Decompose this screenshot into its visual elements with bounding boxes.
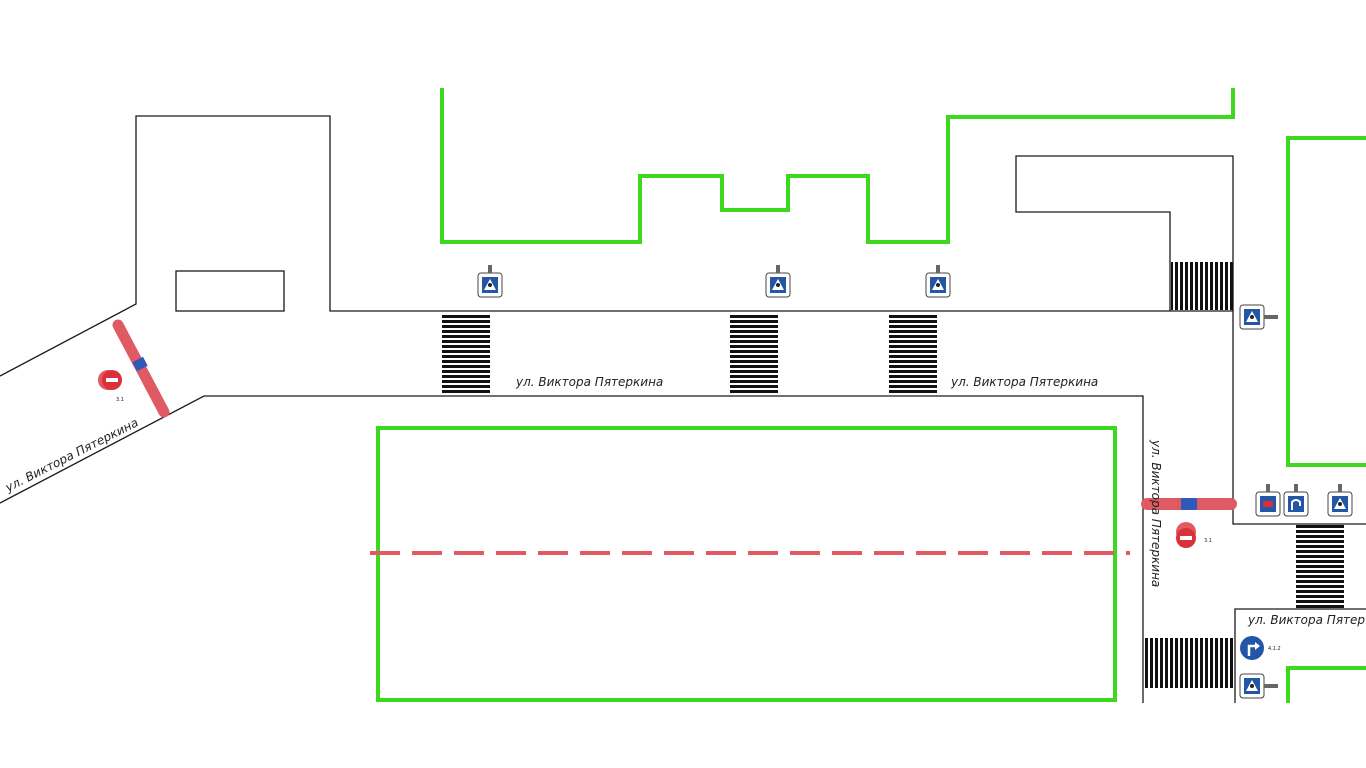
road-edge-upper (0, 115, 1233, 377)
pedestrian-crossing-icon (1239, 304, 1278, 330)
no-entry-icon (1176, 522, 1196, 548)
pedestrian-crossing-icon (1327, 484, 1353, 517)
road-edge-lower (0, 395, 1144, 703)
crosswalks (442, 262, 1344, 688)
pedestrian-crossing-icon (477, 265, 503, 298)
crosswalk-4 (1171, 262, 1233, 310)
turn-right-icon (1240, 636, 1264, 660)
no-entry-code-left: 3.1 (116, 397, 124, 403)
crosswalk-6 (1145, 638, 1233, 688)
parking-icon (1255, 484, 1281, 517)
crosswalk-1 (442, 314, 490, 394)
barrier-left-blue (132, 356, 148, 372)
green-zone-bottom-block (376, 426, 1117, 702)
u-turn-icon (1283, 484, 1309, 517)
green-zone-top (440, 88, 1235, 244)
green-zones (376, 88, 1366, 703)
pedestrian-crossing-icon (765, 265, 791, 298)
road-outlines (0, 115, 1366, 703)
building-small (175, 270, 285, 312)
crosswalk-2 (730, 314, 778, 394)
no-entry-icon (98, 370, 122, 390)
crosswalk-3 (889, 314, 937, 394)
street-label-corner: ул. Виктора Пятер (1247, 613, 1365, 627)
pedestrian-crossing-icon (1239, 673, 1278, 699)
barriers (112, 319, 1237, 510)
green-zone-corner (1286, 666, 1366, 703)
building-right (1015, 155, 1234, 311)
crosswalk-5 (1296, 524, 1344, 608)
street-label-vertical: ул. Виктора Пятеркина (1149, 439, 1163, 587)
street-label-left: ул. Виктора Пятеркина (2, 415, 140, 495)
street-label-right: ул. Виктора Пятеркина (950, 375, 1098, 389)
turn-right-code: 4.1.2 (1268, 646, 1281, 652)
road-edge-corner (1234, 608, 1366, 703)
barrier-right-blue (1181, 498, 1197, 510)
green-zone-right (1286, 136, 1366, 467)
pedestrian-crossing-icon (925, 265, 951, 298)
crosswalk-signs (477, 265, 1353, 699)
street-label-mid: ул. Виктора Пятеркина (515, 375, 663, 389)
no-entry-code-right: 3.1 (1204, 538, 1212, 544)
